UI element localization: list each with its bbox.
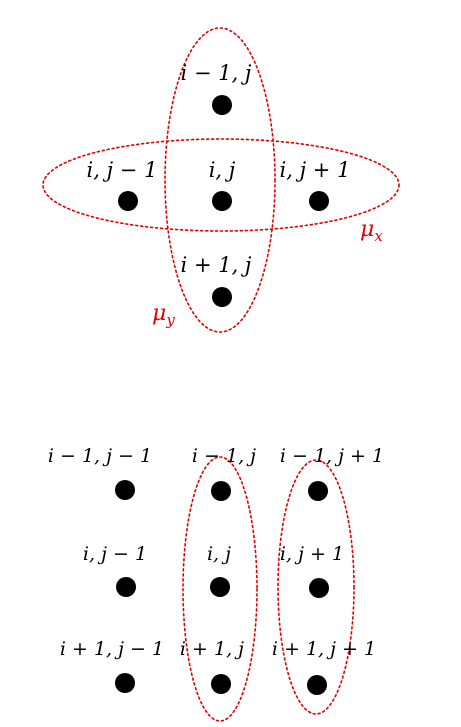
label-r2c1: i, j − 1 [83,543,147,565]
mu-y-label: μy [152,301,175,329]
node-r3c2 [211,674,231,694]
label-r2c3: i, j + 1 [280,543,344,565]
label-r1c1: i − 1, j − 1 [48,445,152,467]
label-south: i + 1, j [181,253,252,277]
nine-point-stencil: i − 1, j − 1 i − 1, j i − 1, j + 1 i, j … [48,445,384,722]
label-r3c1: i + 1, j − 1 [60,638,164,660]
mu-x-label: μx [360,217,383,245]
label-north: i − 1, j [181,61,252,85]
label-r2c2: i, j [207,543,231,565]
node-r3c1 [115,673,135,693]
label-r1c3: i − 1, j + 1 [280,445,384,467]
node-r2c2 [210,577,230,597]
right-column-ellipse [277,459,355,715]
mu-y-ellipse [164,27,276,333]
node-west [118,191,138,211]
node-r1c2 [211,481,231,501]
label-r3c3: i + 1, j + 1 [272,638,376,660]
label-r1c2: i − 1, j [192,445,256,467]
node-north [212,95,232,115]
node-r1c3 [308,481,328,501]
node-r3c3 [307,675,327,695]
label-center: i, j [209,158,236,182]
center-column-ellipse [182,456,258,722]
label-east: i, j + 1 [280,158,351,182]
label-west: i, j − 1 [87,158,158,182]
node-east [309,191,329,211]
five-point-stencil: i − 1, j i, j − 1 i, j i, j + 1 i + 1, j… [42,27,400,333]
node-r1c1 [115,480,135,500]
node-r2c1 [116,577,136,597]
label-r3c2: i + 1, j [180,638,244,660]
mu-x-ellipse [42,138,400,232]
node-south [212,287,232,307]
node-center [212,191,232,211]
node-r2c3 [309,578,329,598]
